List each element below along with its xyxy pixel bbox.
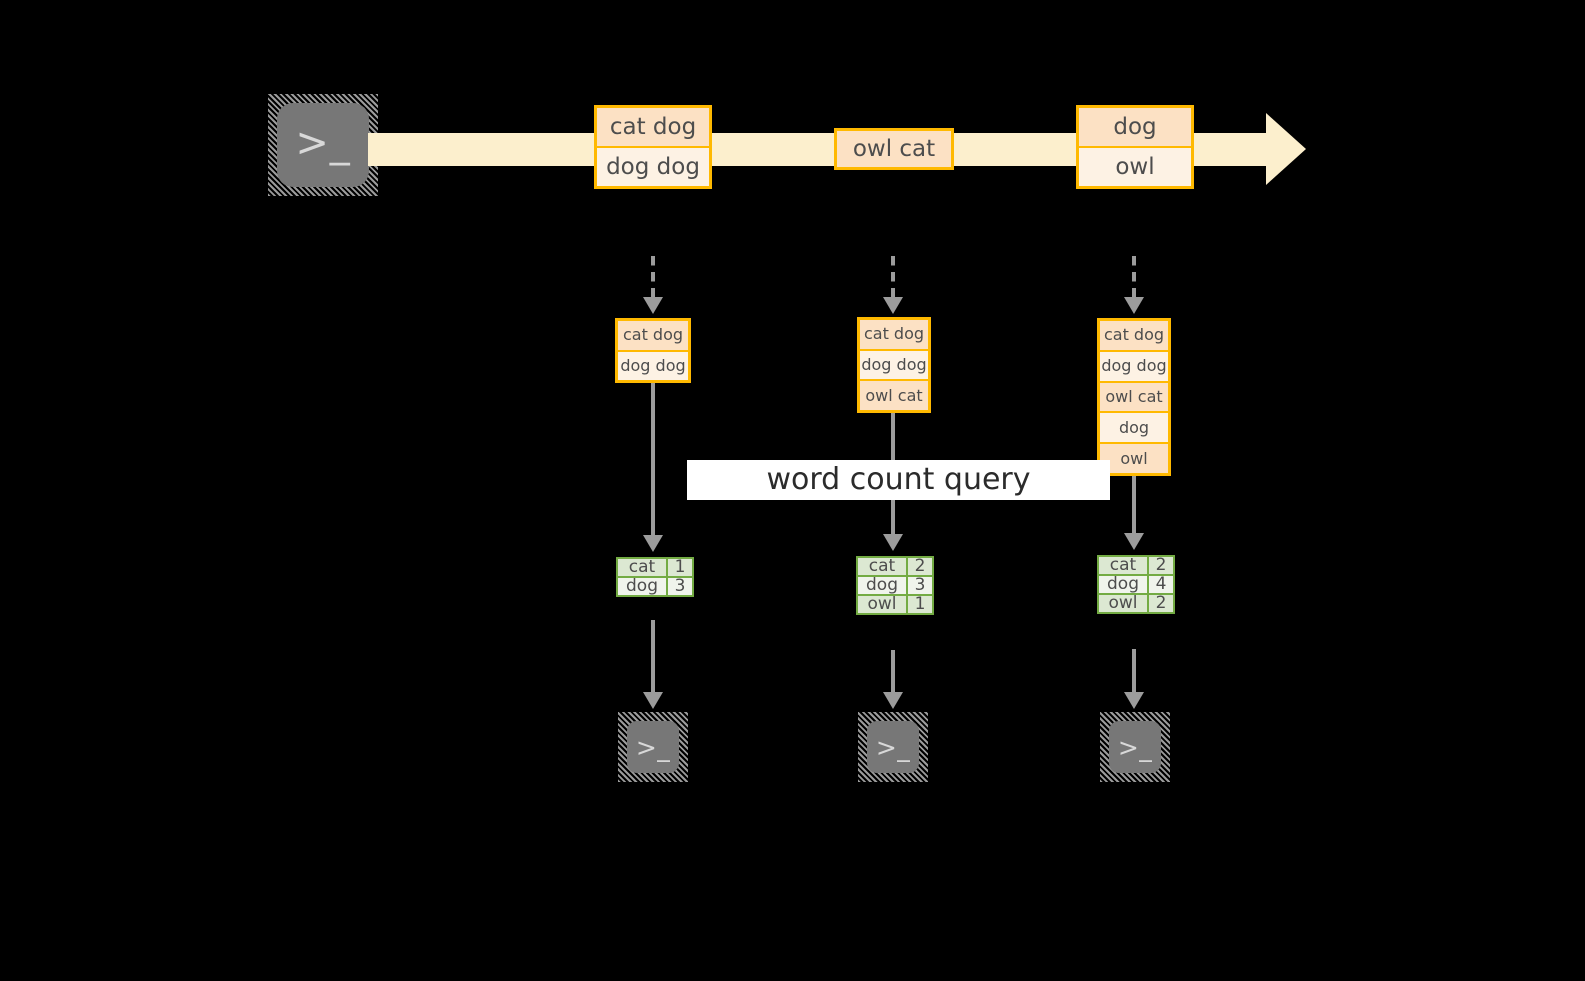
terminal-screen: >_ <box>277 103 369 187</box>
result-count: 3 <box>908 577 932 594</box>
event-stream-arrowhead <box>1266 113 1306 185</box>
buffer-line: cat dog <box>1100 321 1168 350</box>
result-row: cat 1 <box>618 559 692 576</box>
terminal-screen: >_ <box>867 721 919 773</box>
sink-terminal-icon: >_ <box>858 712 928 782</box>
source-terminal-icon: >_ <box>268 94 378 196</box>
result-row: dog 3 <box>618 578 692 595</box>
stream-event-box: cat dog dog dog <box>594 105 712 189</box>
snapshot-tap-arrowhead <box>1124 297 1144 314</box>
result-count: 2 <box>1149 557 1173 574</box>
sink-flow-line <box>1132 649 1136 696</box>
sink-terminal-icon: >_ <box>1100 712 1170 782</box>
snapshot-buffer-box: cat dog dog dog <box>615 318 691 383</box>
result-count: 2 <box>908 558 932 575</box>
result-word: cat <box>1099 557 1147 574</box>
result-word: owl <box>1099 595 1147 612</box>
terminal-screen: >_ <box>1109 721 1161 773</box>
result-row: owl 1 <box>858 596 932 613</box>
buffer-line: owl cat <box>1100 382 1168 412</box>
result-word: dog <box>618 578 666 595</box>
result-count: 4 <box>1149 576 1173 593</box>
terminal-prompt-glyph: >_ <box>635 732 671 762</box>
buffer-line: dog dog <box>618 351 688 380</box>
result-count: 1 <box>668 559 692 576</box>
buffer-line: owl <box>1100 444 1168 473</box>
stream-event-line: owl <box>1079 148 1191 186</box>
sink-flow-arrowhead <box>883 692 903 709</box>
result-word: dog <box>1099 576 1147 593</box>
result-word: cat <box>618 559 666 576</box>
terminal-prompt-glyph: >_ <box>875 732 911 762</box>
buffer-line: cat dog <box>860 320 928 349</box>
terminal-screen: >_ <box>627 721 679 773</box>
buffer-line: owl cat <box>860 381 928 411</box>
terminal-prompt-glyph: >_ <box>295 120 351 167</box>
stream-event-box: dog owl <box>1076 105 1194 189</box>
snapshot-tap-arrowhead <box>883 297 903 314</box>
result-row: owl 2 <box>1099 595 1173 612</box>
terminal-prompt-glyph: >_ <box>1117 732 1153 762</box>
query-flow-arrowhead <box>643 535 663 552</box>
buffer-line: cat dog <box>618 321 688 350</box>
stream-event-line: dog <box>1079 108 1191 146</box>
stream-event-box: owl cat <box>834 128 954 170</box>
snapshot-tap-line <box>1132 256 1136 300</box>
result-table: cat 1 dog 3 <box>616 557 694 597</box>
snapshot-tap-line <box>891 256 895 300</box>
result-count: 3 <box>668 578 692 595</box>
result-row: cat 2 <box>858 558 932 575</box>
query-label: word count query <box>766 462 1031 497</box>
result-word: dog <box>858 577 906 594</box>
snapshot-buffer-box: cat dog dog dog owl cat dog owl <box>1097 318 1171 476</box>
buffer-line: dog <box>1100 413 1168 443</box>
snapshot-tap-line <box>651 256 655 300</box>
result-count: 1 <box>908 596 932 613</box>
query-label-band: word count query <box>687 460 1110 500</box>
result-row: dog 4 <box>1099 576 1173 593</box>
result-word: cat <box>858 558 906 575</box>
sink-flow-line <box>651 620 655 695</box>
result-table: cat 2 dog 4 owl 2 <box>1097 555 1175 614</box>
result-word: owl <box>858 596 906 613</box>
sink-flow-line <box>891 650 895 696</box>
result-table: cat 2 dog 3 owl 1 <box>856 556 934 615</box>
query-flow-arrowhead <box>883 534 903 551</box>
stream-event-line: cat dog <box>597 108 709 146</box>
sink-flow-arrowhead <box>643 692 663 709</box>
stream-event-line: owl cat <box>837 131 951 167</box>
query-flow-line <box>651 383 655 539</box>
stream-event-line: dog dog <box>597 148 709 186</box>
sink-flow-arrowhead <box>1124 692 1144 709</box>
result-row: dog 3 <box>858 577 932 594</box>
buffer-line: dog dog <box>860 350 928 380</box>
query-flow-line <box>1132 476 1136 538</box>
snapshot-buffer-box: cat dog dog dog owl cat <box>857 317 931 413</box>
query-flow-arrowhead <box>1124 533 1144 550</box>
buffer-line: dog dog <box>1100 351 1168 381</box>
result-count: 2 <box>1149 595 1173 612</box>
result-row: cat 2 <box>1099 557 1173 574</box>
snapshot-tap-arrowhead <box>643 297 663 314</box>
sink-terminal-icon: >_ <box>618 712 688 782</box>
